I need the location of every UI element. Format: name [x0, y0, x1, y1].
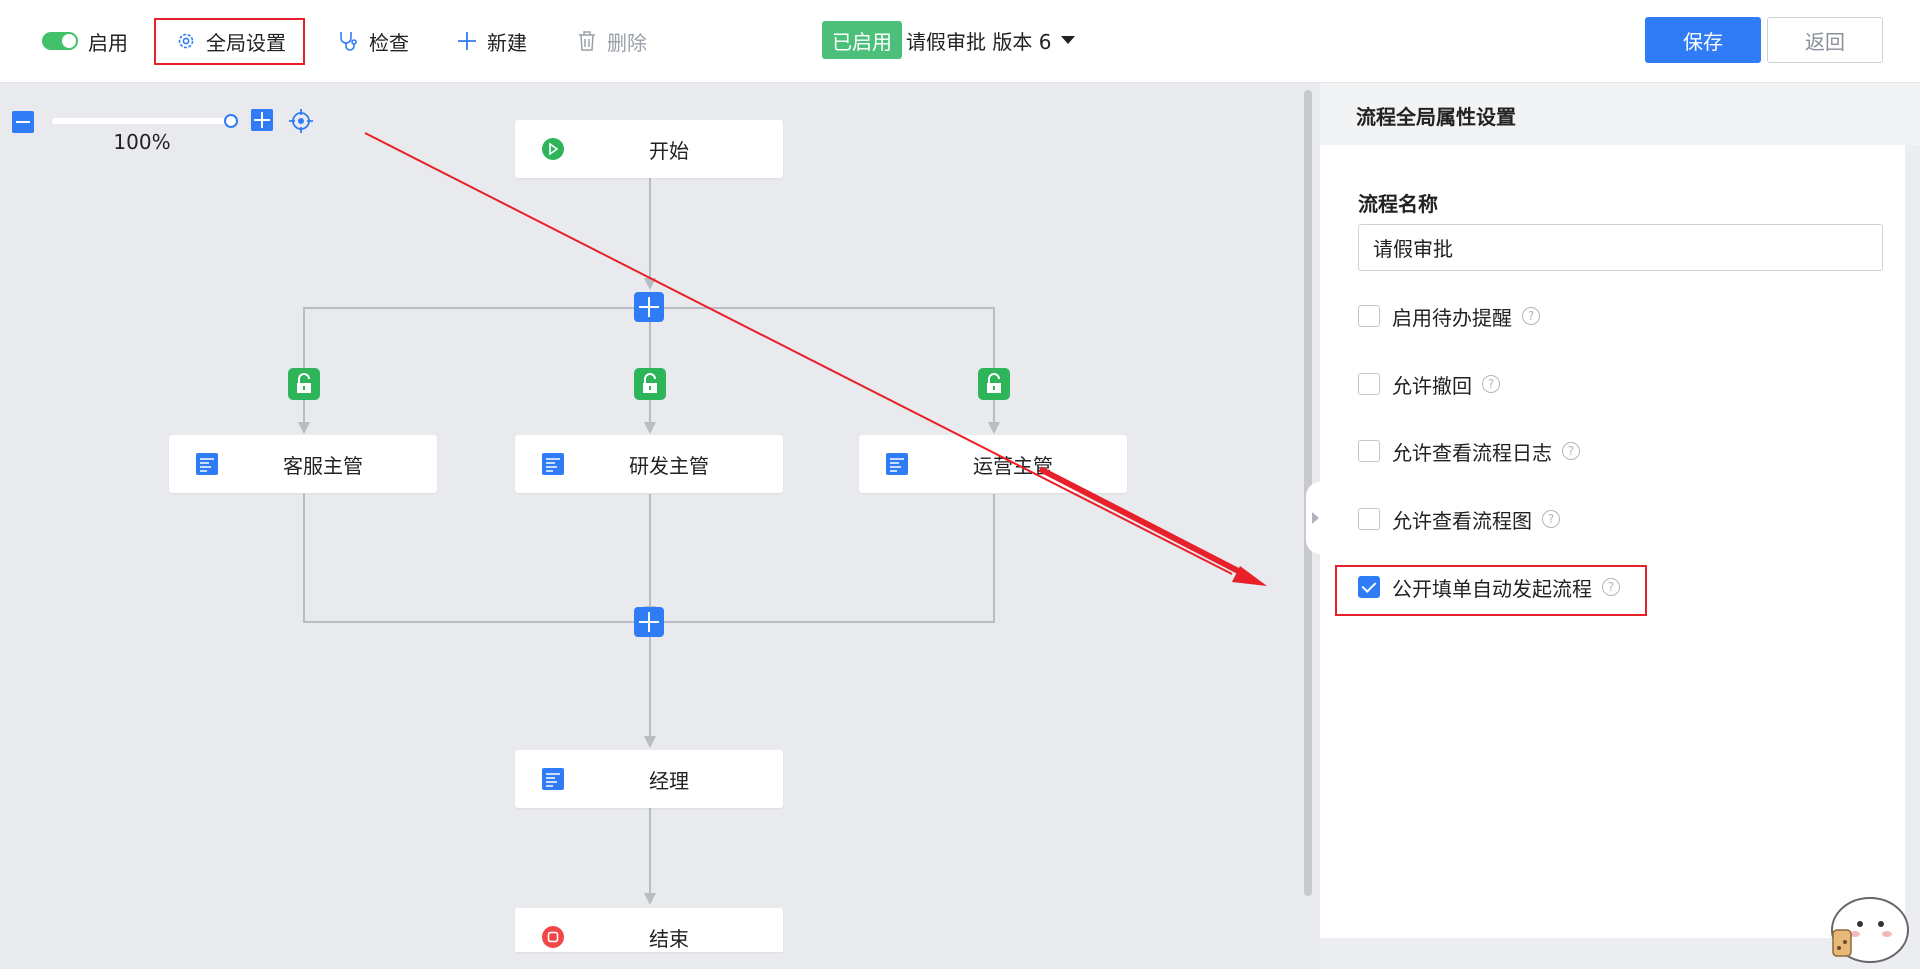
connector-line — [303, 307, 305, 425]
property-panel-body — [1320, 144, 1905, 938]
global-settings-label: 全局设置 — [206, 30, 286, 55]
checkbox[interactable] — [1358, 508, 1380, 530]
connector-line — [649, 178, 651, 278]
connector-line — [303, 494, 305, 622]
flow-name-input[interactable] — [1358, 224, 1883, 271]
option-label: 启用待办提醒 — [1392, 305, 1512, 330]
delete-button[interactable]: 删除 — [577, 22, 647, 60]
zoom-out-button[interactable] — [12, 111, 34, 133]
option-auto-start-flow[interactable]: 公开填单自动发起流程 ? — [1358, 573, 1620, 601]
unlock-glyph — [643, 373, 657, 393]
stethoscope-icon — [340, 32, 357, 51]
option-view-flow-chart[interactable]: 允许查看流程图 ? — [1358, 505, 1560, 533]
new-label: 新建 — [487, 30, 527, 55]
option-label: 允许查看流程日志 — [1392, 440, 1552, 465]
toolbar: 启用 全局设置 检查 新建 删除 已启用 请假审批 版本 6 保存 返回 — [0, 0, 1920, 83]
checkbox[interactable] — [1358, 373, 1380, 395]
unlock-icon[interactable] — [978, 368, 1010, 400]
panel-collapse-handle[interactable] — [1306, 482, 1322, 554]
flow-node-end[interactable]: 结束 — [515, 908, 783, 952]
back-button[interactable]: 返回 — [1767, 17, 1883, 63]
global-settings-button[interactable]: 全局设置 — [176, 22, 286, 60]
node-label: 研发主管 — [629, 453, 709, 478]
node-label: 运营主管 — [973, 453, 1053, 478]
zoom-level: 100% — [113, 130, 171, 154]
help-icon[interactable]: ? — [1542, 510, 1560, 528]
option-label: 允许撤回 — [1392, 373, 1472, 398]
checkbox[interactable] — [1358, 440, 1380, 462]
connector-arrow — [644, 893, 656, 905]
flow-node-approver[interactable]: 运营主管 — [859, 435, 1127, 493]
gear-icon — [178, 33, 194, 49]
unlock-glyph — [297, 373, 311, 393]
delete-label: 删除 — [607, 30, 647, 55]
highlight-box-global-settings — [154, 18, 305, 65]
connector-arrow — [298, 422, 310, 434]
unlock-glyph — [987, 373, 1001, 393]
panel-title: 流程全局属性设置 — [1356, 105, 1516, 129]
flow-node-approver[interactable]: 研发主管 — [515, 435, 783, 493]
connector-line — [649, 808, 651, 894]
option-label: 允许查看流程图 — [1392, 508, 1532, 533]
check-label: 检查 — [369, 30, 409, 55]
connector-line — [649, 307, 651, 425]
version-selector[interactable]: 请假审批 版本 6 — [906, 21, 1076, 59]
unlock-icon[interactable] — [288, 368, 320, 400]
option-label: 公开填单自动发起流程 — [1392, 576, 1592, 601]
connector-line — [649, 636, 651, 736]
new-button[interactable]: 新建 — [457, 22, 527, 60]
connector-arrow — [644, 736, 656, 748]
stop-icon — [542, 926, 564, 948]
node-label: 开始 — [649, 138, 689, 163]
document-icon — [542, 768, 564, 790]
connector-line — [993, 307, 995, 425]
enable-toggle[interactable] — [42, 32, 78, 50]
caret-down-icon — [1061, 36, 1076, 44]
connector-arrow — [988, 422, 1000, 434]
help-icon[interactable]: ? — [1522, 307, 1540, 325]
help-icon[interactable]: ? — [1482, 375, 1500, 393]
help-icon[interactable]: ? — [1562, 442, 1580, 460]
enable-label: 启用 — [88, 30, 128, 55]
connector-arrow — [644, 278, 656, 290]
flow-canvas[interactable] — [0, 83, 1320, 969]
zoom-slider[interactable] — [52, 118, 228, 124]
connector-line — [993, 494, 995, 622]
zoom-in-button[interactable] — [251, 109, 273, 131]
flow-node-approver[interactable]: 客服主管 — [169, 435, 437, 493]
parallel-gateway-join[interactable] — [634, 607, 664, 637]
flow-name-label: 流程名称 — [1358, 192, 1438, 216]
option-view-flow-log[interactable]: 允许查看流程日志 ? — [1358, 437, 1580, 465]
document-icon — [196, 453, 218, 475]
help-icon[interactable]: ? — [1602, 578, 1620, 596]
locate-icon[interactable] — [288, 108, 314, 134]
connector-line — [649, 494, 651, 608]
connector-arrow — [644, 422, 656, 434]
unlock-icon[interactable] — [634, 368, 666, 400]
property-panel-header — [1320, 83, 1920, 145]
option-todo-reminder[interactable]: 启用待办提醒 ? — [1358, 302, 1540, 330]
zoom-slider-handle[interactable] — [224, 114, 238, 128]
save-button[interactable]: 保存 — [1645, 17, 1761, 63]
enable-toggle-item[interactable]: 启用 — [42, 22, 128, 60]
mascot-sticker — [1831, 897, 1909, 963]
flow-node-start[interactable]: 开始 — [515, 120, 783, 178]
option-allow-withdraw[interactable]: 允许撤回 ? — [1358, 370, 1500, 398]
flow-node-manager[interactable]: 经理 — [515, 750, 783, 808]
check-button[interactable]: 检查 — [337, 22, 409, 60]
parallel-gateway-split[interactable] — [634, 292, 664, 322]
checkbox-checked[interactable] — [1358, 576, 1380, 598]
node-label: 客服主管 — [283, 453, 363, 478]
node-label: 经理 — [649, 768, 689, 793]
version-label: 请假审批 版本 6 — [906, 29, 1052, 54]
status-badge: 已启用 — [822, 21, 902, 59]
node-label: 结束 — [649, 926, 689, 951]
highlight-box-auto-start — [1335, 565, 1647, 616]
trash-icon — [579, 31, 595, 51]
plus-icon — [458, 32, 476, 50]
checkbox[interactable] — [1358, 305, 1380, 327]
